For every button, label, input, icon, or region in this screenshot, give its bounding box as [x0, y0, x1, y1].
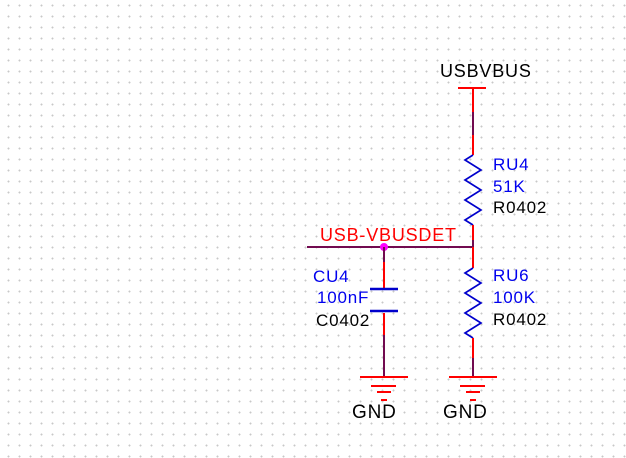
ru6-value[interactable]: 100K	[493, 288, 536, 307]
ru4-designator[interactable]: RU4	[493, 155, 530, 174]
gnd-label-left[interactable]: GND	[352, 402, 397, 423]
ru6-designator[interactable]: RU6	[493, 266, 530, 285]
ru6-footprint[interactable]: R0402	[493, 310, 548, 329]
ru4-value[interactable]: 51K	[493, 177, 526, 196]
ground-symbol-left[interactable]	[360, 376, 408, 401]
cu4-footprint[interactable]: C0402	[316, 311, 371, 330]
resistor-ru4-symbol[interactable]	[463, 154, 483, 226]
resistor-ru6-symbol[interactable]	[463, 267, 483, 339]
gnd-label-right[interactable]: GND	[443, 402, 488, 423]
cu4-designator[interactable]: CU4	[313, 267, 350, 286]
ru4-footprint[interactable]: R0402	[493, 198, 548, 217]
net-label-usb-vbusdet[interactable]: USB-VBUSDET	[320, 225, 457, 245]
power-net-label[interactable]: USBVBUS	[440, 61, 532, 81]
cu4-value[interactable]: 100nF	[317, 288, 370, 307]
ground-symbol-right[interactable]	[449, 376, 497, 401]
